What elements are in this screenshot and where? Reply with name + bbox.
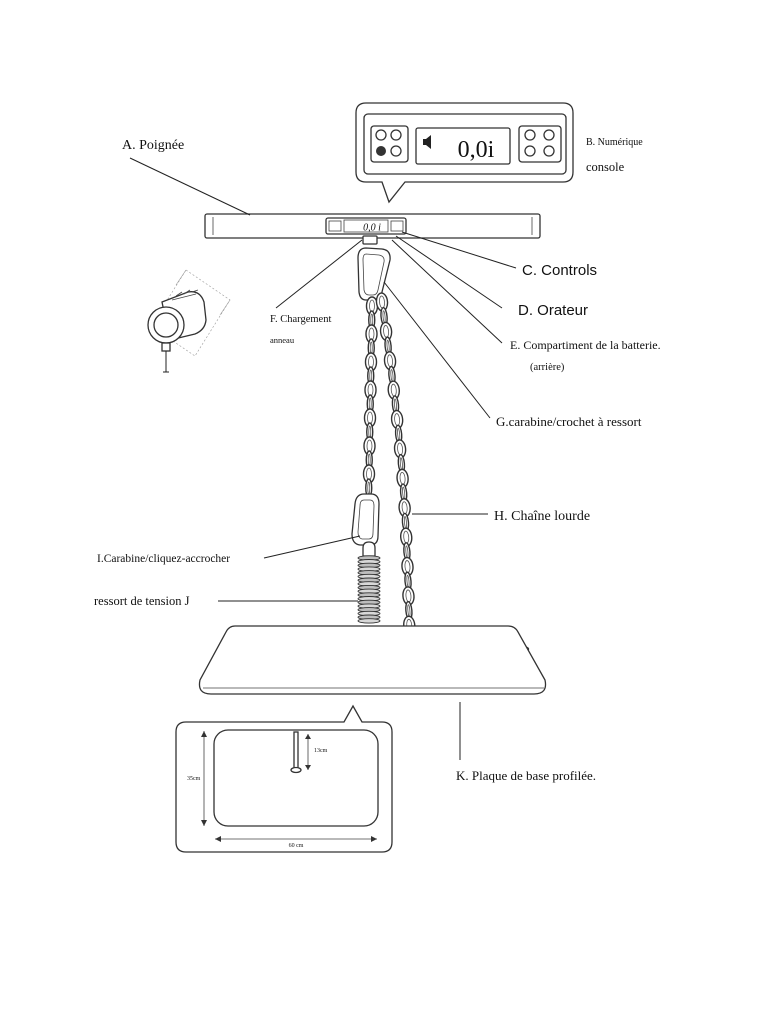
label-d: D. Orateur <box>518 302 588 319</box>
rod-icon <box>290 731 302 774</box>
label-b-line2: console <box>586 160 625 174</box>
label-g: G.carabine/crochet à ressort <box>496 414 642 429</box>
loading-ring-detail <box>147 269 231 373</box>
spring-coil <box>357 618 381 624</box>
chain-right-links <box>375 292 416 650</box>
hold-button-icon <box>390 145 402 157</box>
label-e-line2: (arrière) <box>530 362 565 373</box>
chain-link <box>365 324 378 344</box>
handle-bar: 0,0 i <box>204 213 541 239</box>
loading-ring <box>362 235 378 245</box>
minus-button-icon <box>524 145 536 157</box>
chain-link <box>380 307 388 327</box>
tension-spring <box>357 541 381 653</box>
label-k: K. Plaque de base profilée. <box>456 768 596 783</box>
plus-button-icon <box>543 145 555 157</box>
console-display-value: 0,0i <box>458 137 495 163</box>
leader-lines <box>129 157 517 760</box>
label-b-line1: B. Numérique <box>586 137 643 148</box>
upper-carabiner <box>357 247 391 301</box>
tare-button-icon <box>524 129 536 141</box>
base-plate <box>198 625 547 695</box>
chain-left-links <box>362 296 379 498</box>
handle-mini-console: 0,0 i <box>325 217 407 235</box>
label-c: C. Controls <box>522 262 597 279</box>
labels: A. Poignée B. Numérique console C. Contr… <box>94 137 661 783</box>
label-f-line1: F. Chargement <box>270 314 331 325</box>
console-callout: 0,0i <box>355 102 574 204</box>
label-h: H. Chaîne lourde <box>494 509 590 524</box>
mode-button-icon <box>543 129 555 141</box>
console-right-buttons <box>518 125 562 163</box>
label-f-line2: anneau <box>270 335 295 345</box>
console-left-buttons <box>370 125 409 163</box>
mini-display-value: 0,0 i <box>363 223 381 234</box>
speaker-icon <box>423 135 431 149</box>
label-i: I.Carabine/cliquez-accrocher <box>97 553 230 565</box>
plate-height-label: 35cm <box>187 776 201 782</box>
console-display <box>415 127 511 165</box>
chain-link <box>364 380 377 400</box>
label-a: A. Poignée <box>122 138 184 153</box>
label-e-line1: E. Compartiment de la batterie. <box>510 338 661 352</box>
power-button-icon <box>375 129 387 141</box>
record-button-icon <box>376 146 386 156</box>
unit-button-icon <box>390 129 402 141</box>
label-j: ressort de tension J <box>94 594 190 608</box>
rod-length-label: 13cm <box>314 748 328 754</box>
base-plate-inset: 13cm 35cm 60 cm <box>175 704 393 853</box>
plate-width-label: 60 cm <box>289 843 304 849</box>
